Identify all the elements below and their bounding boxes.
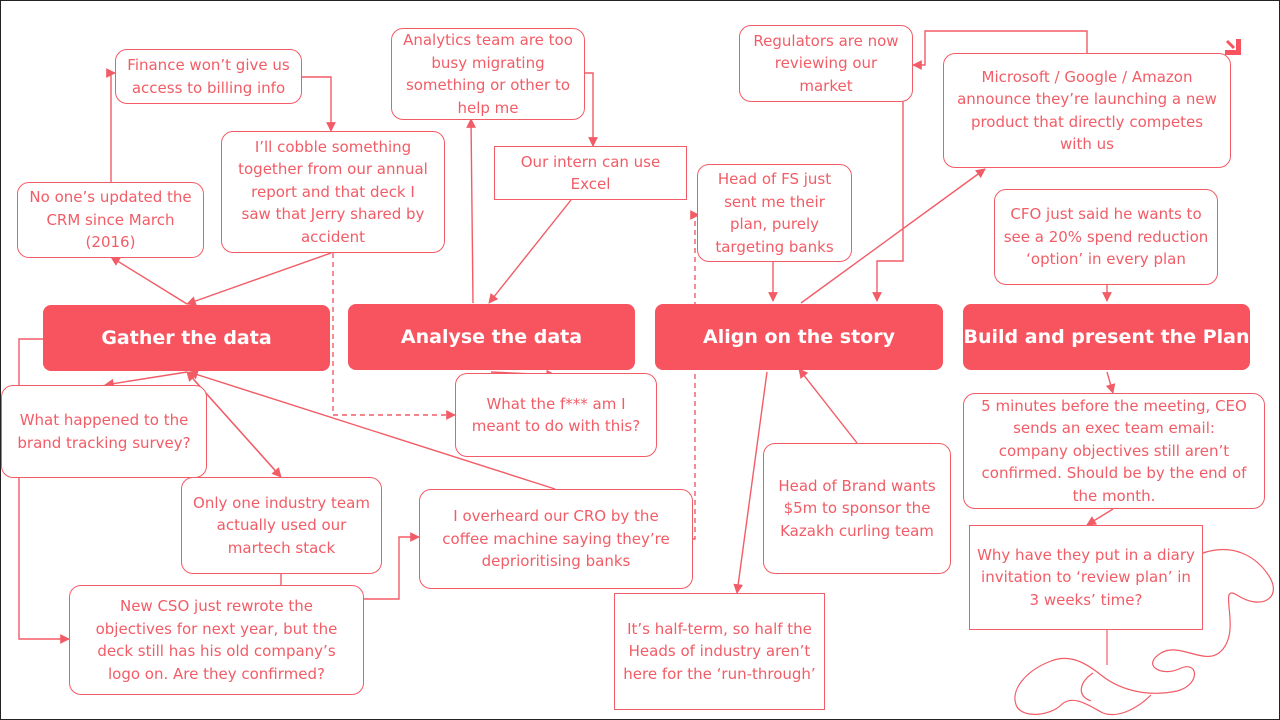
arrow-align-to-microsoft — [800, 168, 986, 304]
note-regulators-reviewing: Regulators are now reviewing our market — [739, 25, 913, 102]
note-crm-not-updated: No one’s updated the CRM since March (20… — [17, 182, 204, 258]
arrow-headbrand-to-align — [798, 368, 858, 444]
note-half-term: It’s half-term, so half the Heads of ind… — [614, 593, 825, 710]
note-cfo-spend-reduction: CFO just said he wants to see a 20% spen… — [994, 189, 1218, 285]
note-analytics-busy: Analytics team are too busy migrating so… — [391, 28, 585, 120]
arrow-intern-to-analyse — [488, 199, 572, 304]
note-head-of-fs-plan: Head of FS just sent me their plan, pure… — [697, 164, 852, 262]
arrow-cobble-to-gather — [186, 252, 332, 306]
note-intern-excel: Our intern can use Excel — [494, 146, 687, 200]
arrow-cobble-to-whatf — [332, 253, 456, 420]
arrow-finance-to-cobble — [301, 76, 336, 132]
stage-align-on-the-story: Align on the story — [655, 304, 943, 370]
arrow-microsoft-to-regulators — [912, 30, 1088, 70]
note-five-minutes-ceo-email: 5 minutes before the meeting, CEO sends … — [963, 393, 1265, 509]
arrow-crm-to-finance — [106, 68, 116, 183]
arrow-overheard-to-headfs — [690, 210, 700, 540]
freehand-scribble — [1014, 549, 1274, 716]
arrow-gather-to-cso — [18, 338, 70, 644]
arrow-gather-to-survey — [104, 371, 188, 389]
note-industry-team-martech: Only one industry team actually used our… — [181, 477, 382, 574]
note-head-of-brand-curling: Head of Brand wants $5m to sponsor the K… — [763, 443, 951, 574]
note-new-cso-objectives: New CSO just rewrote the objectives for … — [69, 585, 364, 695]
note-cobble-together: I’ll cobble something together from our … — [221, 131, 445, 253]
note-overheard-cro: I overheard our CRO by the coffee machin… — [419, 489, 693, 589]
corner-arrow-logo-icon — [1225, 39, 1241, 55]
note-finance-billing: Finance won’t give us access to billing … — [115, 49, 302, 104]
arrow-analyse-to-analytics — [466, 118, 476, 304]
note-brand-tracking-survey: What happened to the brand tracking surv… — [1, 385, 207, 478]
stage-gather-the-data: Gather the data — [43, 305, 330, 371]
note-what-am-i-meant-to-do: What the f*** am I meant to do with this… — [455, 373, 657, 457]
arrow-align-to-halfterm — [733, 371, 768, 594]
arrow-cso-to-overheard — [363, 532, 420, 600]
arrow-gather-to-crm — [110, 256, 188, 305]
arrow-build-to-fiveminutes — [1105, 371, 1116, 394]
note-big-tech-competition: Microsoft / Google / Amazon announce the… — [943, 53, 1231, 168]
stage-build-and-present-the-plan: Build and present the Plan — [963, 304, 1250, 370]
arrow-overheard-to-gather — [188, 370, 556, 490]
stage-analyse-the-data: Analyse the data — [348, 304, 635, 370]
arrow-fiveminutes-to-diary — [1086, 508, 1114, 526]
arrow-regulators-to-align — [872, 101, 904, 302]
arrow-analytics-to-intern — [585, 72, 598, 147]
note-diary-invitation: Why have they put in a diary invitation … — [969, 525, 1203, 630]
